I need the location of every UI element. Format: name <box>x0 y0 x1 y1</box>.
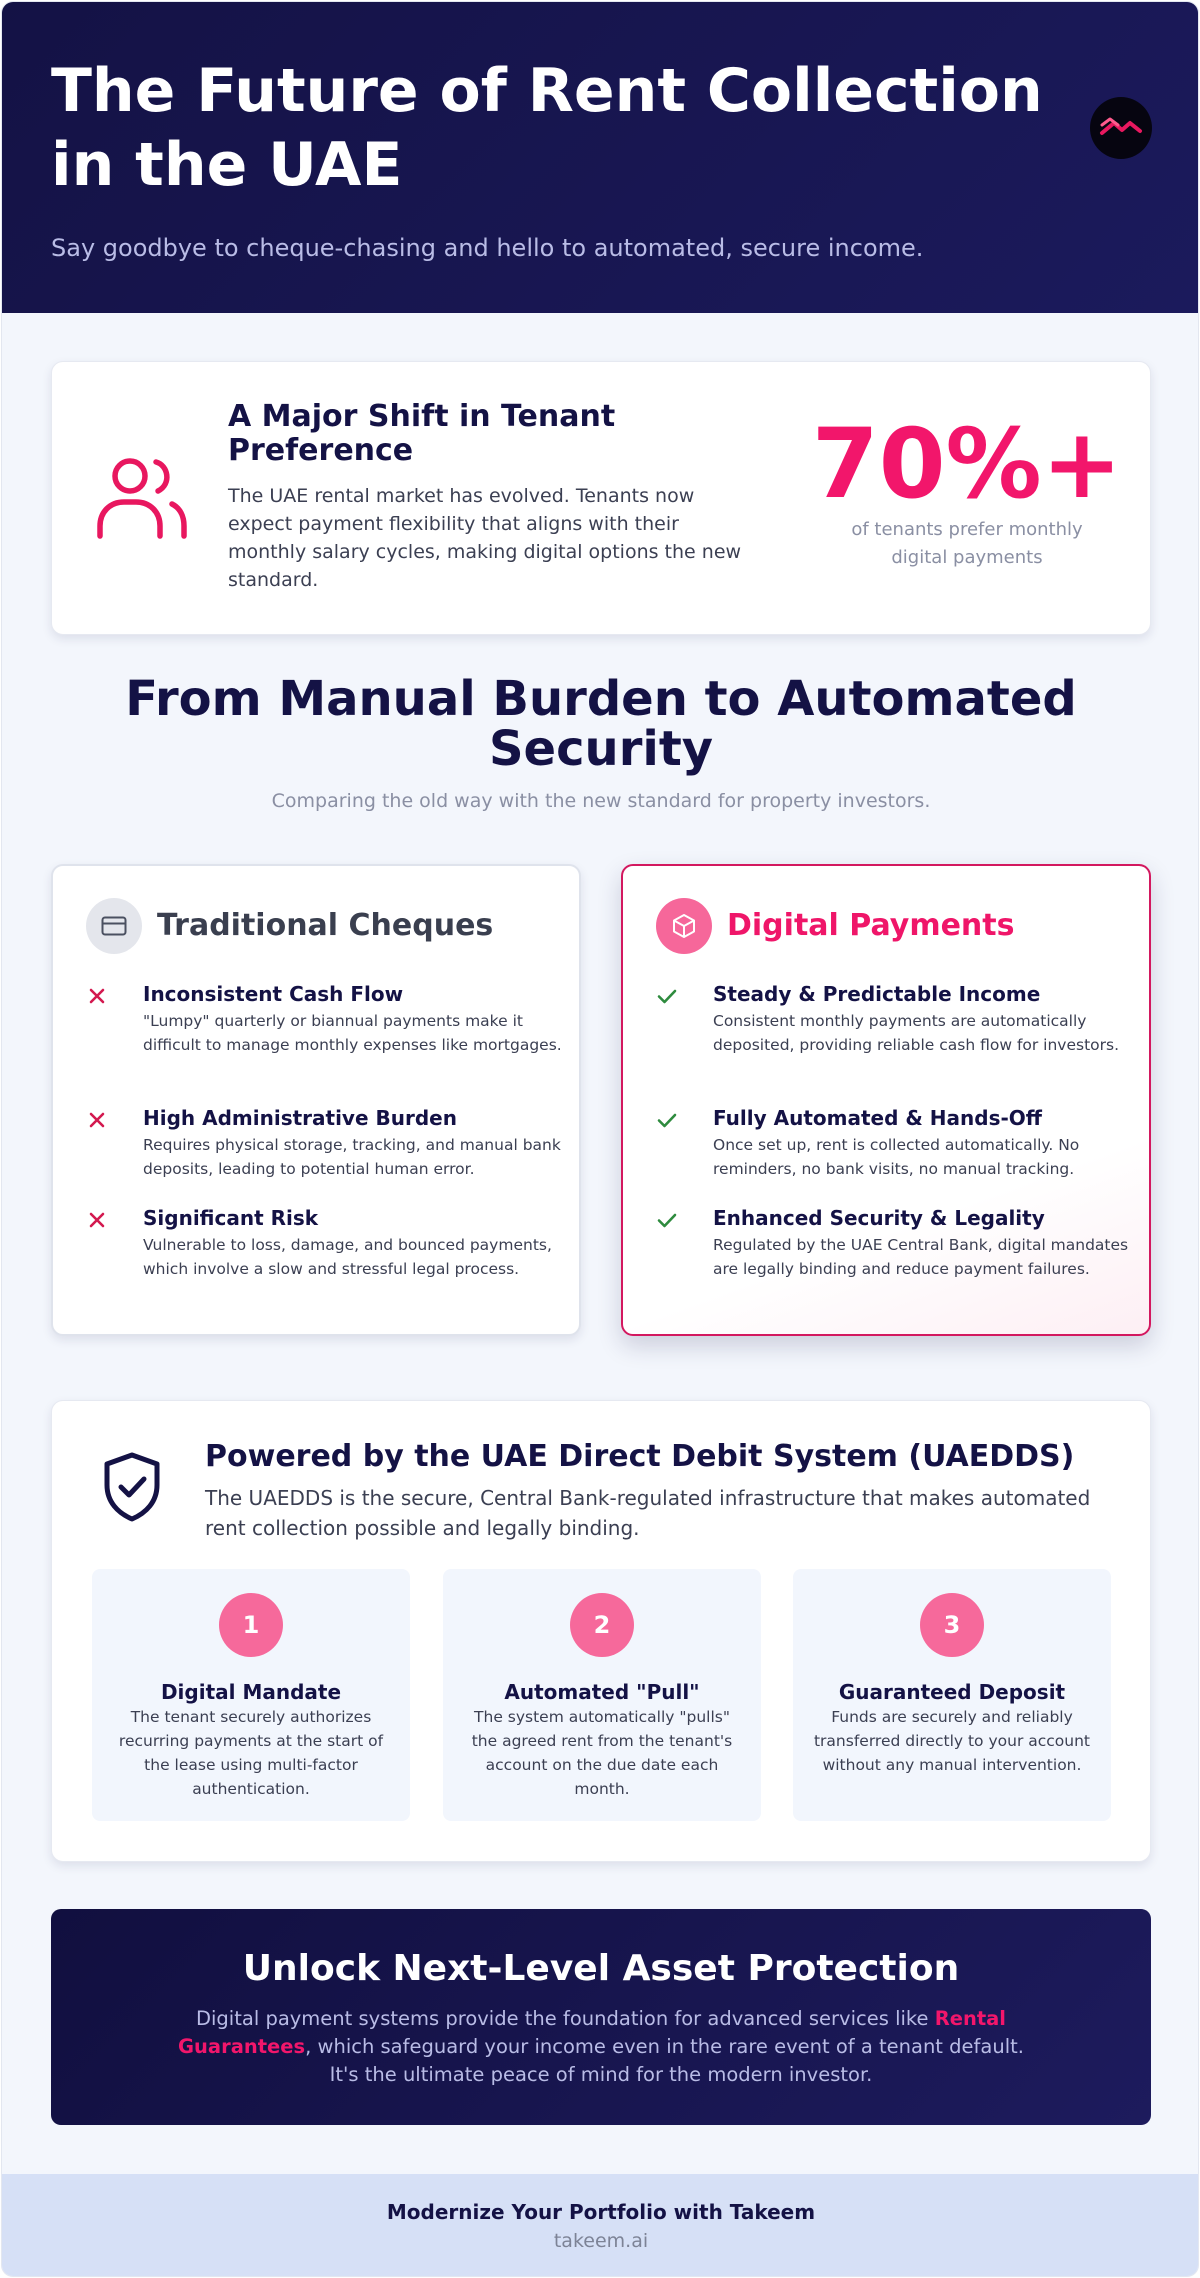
step-title: Automated "Pull" <box>504 1680 700 1704</box>
item-title: Steady & Predictable Income <box>713 982 1041 1006</box>
step-title: Guaranteed Deposit <box>838 1680 1066 1704</box>
traditional-cheques-card: Traditional Cheques Inconsistent Cash Fl… <box>51 864 581 1336</box>
item-body: Consistent monthly payments are automati… <box>713 1012 1120 1054</box>
shift-title: A Major Shift in Tenant Preference <box>228 399 616 468</box>
step-number: 2 <box>570 1593 634 1657</box>
item-body: "Lumpy" quarterly or biannual payments m… <box>143 1012 562 1054</box>
item-body: Regulated by the UAE Central Bank, digit… <box>713 1236 1129 1278</box>
page-subtitle: Say goodbye to cheque-chasing and hello … <box>51 234 924 262</box>
stat-value: 70%+ <box>811 408 1123 520</box>
box-icon <box>656 898 712 954</box>
item-body: Once set up, rent is collected automatic… <box>713 1136 1080 1178</box>
comparison-subtitle: Comparing the old way with the new stand… <box>271 790 931 812</box>
uaedds-card: Powered by the UAE Direct Debit System (… <box>51 1400 1151 1862</box>
shield-check-icon <box>104 1452 160 1522</box>
footer-link[interactable]: takeem.ai <box>553 2230 649 2252</box>
comparison-title: From Manual Burden to Automated Security <box>125 671 1077 777</box>
page-title: The Future of Rent Collection in the UAE <box>51 56 1043 200</box>
rental-guarantees-highlight: Rental Guarantees <box>178 2007 1006 2058</box>
cta-text-before: Digital payment systems provide the foun… <box>196 2007 935 2030</box>
item-body: Vulnerable to loss, damage, and bounced … <box>143 1236 552 1278</box>
item-body: Requires physical storage, tracking, and… <box>143 1136 561 1178</box>
traditional-title: Traditional Cheques <box>157 908 494 943</box>
step-body: The system automatically "pulls" the agr… <box>471 1708 733 1798</box>
digital-payments-card: Digital Payments Steady & Predictable In… <box>621 864 1151 1336</box>
tenant-preference-card: A Major Shift in Tenant Preference The U… <box>51 361 1151 635</box>
hero-header: The Future of Rent Collection in the UAE… <box>2 2 1198 313</box>
cta-title: Unlock Next-Level Asset Protection <box>242 1948 960 1989</box>
cta-text-after: , which safeguard your income even in th… <box>305 2035 1024 2086</box>
footer: Modernize Your Portfolio with Takeem tak… <box>2 2174 1198 2276</box>
check-icon <box>657 989 677 1004</box>
digital-title: Digital Payments <box>727 908 1015 943</box>
footer-title: Modernize Your Portfolio with Takeem <box>386 2200 816 2224</box>
item-title: Enhanced Security & Legality <box>713 1206 1045 1230</box>
item-title: High Administrative Burden <box>143 1106 457 1130</box>
cross-icon <box>89 988 105 1004</box>
step-number: 1 <box>219 1593 283 1657</box>
uaedds-description: The UAEDDS is the secure, Central Bank-r… <box>205 1486 1091 1540</box>
step-body: Funds are securely and reliably transfer… <box>813 1708 1090 1774</box>
takeem-logo-icon <box>1090 97 1152 159</box>
cta-text: Digital payment systems provide the foun… <box>161 2005 1041 2089</box>
process-step: 3 Guaranteed Deposit Funds are securely … <box>793 1569 1111 1821</box>
check-icon <box>657 1113 677 1128</box>
step-number: 3 <box>920 1593 984 1657</box>
item-title: Fully Automated & Hands-Off <box>713 1106 1042 1130</box>
shift-description: The UAE rental market has evolved. Tenan… <box>228 485 742 591</box>
asset-protection-banner: Unlock Next-Level Asset Protection Digit… <box>51 1909 1151 2125</box>
item-title: Inconsistent Cash Flow <box>143 982 404 1006</box>
process-step: 1 Digital Mandate The tenant securely au… <box>92 1569 410 1821</box>
stat-caption: of tenants prefer monthly digital paymen… <box>851 519 1083 568</box>
item-title: Significant Risk <box>143 1206 319 1230</box>
step-body: The tenant securely authorizes recurring… <box>118 1708 384 1798</box>
process-step: 2 Automated "Pull" The system automatica… <box>443 1569 761 1821</box>
check-icon <box>657 1213 677 1228</box>
cross-icon <box>89 1212 105 1228</box>
uaedds-title: Powered by the UAE Direct Debit System (… <box>205 1439 1075 1474</box>
credit-card-icon <box>86 898 142 954</box>
users-icon <box>97 458 187 539</box>
cross-icon <box>89 1112 105 1128</box>
step-title: Digital Mandate <box>160 1680 342 1704</box>
